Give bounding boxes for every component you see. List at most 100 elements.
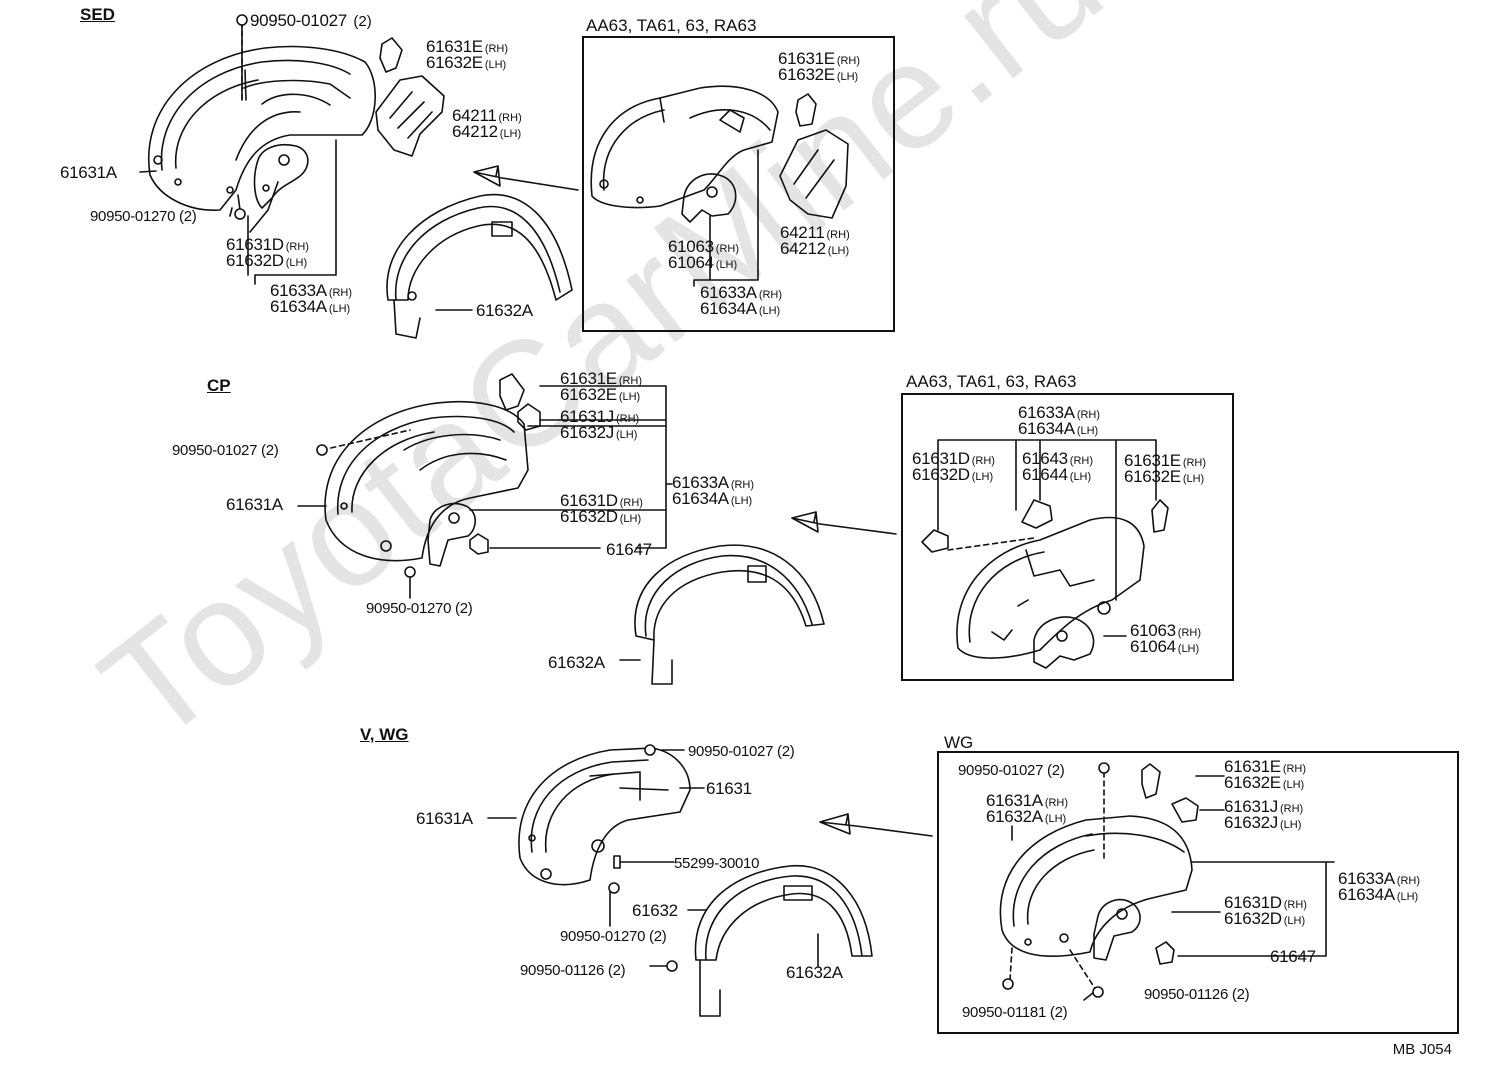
part-label: 90950-01126 (2): [520, 962, 626, 979]
cp-liner-61632a: [634, 544, 825, 685]
wgbox-clip-61631e: [1141, 763, 1161, 799]
part-label-text: 61632E: [778, 65, 835, 84]
part-label: 61632J(LH): [560, 424, 637, 444]
part-label-text: 61634A: [1338, 885, 1395, 904]
part-label-text: (LH): [971, 471, 994, 483]
part-label-text: 61632E: [426, 53, 483, 72]
part-label-text: 61631A: [60, 163, 117, 182]
part-label: 61631J(RH): [1224, 798, 1303, 818]
sed-liner-61632a: [386, 193, 573, 339]
sed-fender-liner-assembly: [147, 45, 376, 211]
part-label-text: 61634A: [672, 489, 729, 508]
part-label-text: (2): [1231, 986, 1250, 1003]
part-label: 64211(RH): [780, 224, 850, 244]
part-label-text: (LH): [328, 303, 351, 315]
part-label-text: 61632A: [548, 653, 605, 672]
part-label-text: 61631E: [560, 369, 617, 388]
part-label-text: 61644: [1022, 465, 1068, 484]
part-label-text: (LH): [827, 245, 850, 257]
part-label: 61631: [706, 780, 752, 797]
part-label-text: 61632A: [476, 301, 533, 320]
part-label-text: (RH): [826, 229, 850, 241]
part-label-text: (LH): [1182, 473, 1205, 485]
part-label-text: 61631D: [226, 235, 284, 254]
part-label: 61634A(LH): [672, 490, 752, 510]
part-label: 61632J(LH): [1224, 814, 1301, 834]
part-label: 64212(LH): [780, 240, 849, 260]
part-label: 90950-01027 (2): [688, 743, 795, 760]
part-label-text: 90950-01126: [1144, 986, 1229, 1003]
part-label-text: 61632D: [912, 465, 970, 484]
part-label: 61644(LH): [1022, 466, 1091, 486]
wg-variant-box: [937, 751, 1459, 1034]
vwg-fender-liner-assembly: [518, 747, 691, 886]
part-label-text: 61632E: [1224, 773, 1281, 792]
part-label-text: (LH): [499, 128, 522, 140]
part-label-text: 61631E: [1224, 757, 1281, 776]
wgbox-clip-61631j: [1171, 797, 1199, 823]
part-label-text: 90950-01027: [958, 762, 1044, 779]
sed-bracket-61631d: [253, 144, 309, 209]
part-label-text: 61634A: [1018, 419, 1075, 438]
part-label-text: 90950-01027: [688, 743, 774, 760]
part-label-text: (RH): [715, 243, 739, 255]
part-label-text: (2): [649, 928, 667, 945]
cpbox-bracket-61063: [1033, 616, 1095, 669]
part-label: 61632D(LH): [560, 508, 641, 528]
part-label: 90950-01027 (2): [172, 442, 279, 459]
part-label-text: (RH): [1069, 455, 1093, 467]
part-label: 90950-01270 (2): [90, 208, 197, 225]
part-label-text: 61631A: [416, 809, 473, 828]
vwg-liner-61632a: [694, 865, 873, 1017]
part-label-text: (2): [353, 13, 372, 30]
part-label-text: (LH): [1177, 643, 1200, 655]
part-label-text: 61631E: [426, 37, 483, 56]
part-label-text: (LH): [615, 429, 638, 441]
part-label: 64212(LH): [452, 123, 521, 143]
part-label: 61632E(LH): [1124, 468, 1204, 488]
wgbox-leaders: [1011, 775, 1335, 1001]
part-label: 90950-01126 (2): [1144, 986, 1250, 1003]
part-label: 61631D(RH): [560, 492, 643, 512]
box-title-cp-variant: AA63, TA61, 63, RA63: [906, 372, 1077, 391]
part-label-text: 61647: [1270, 947, 1316, 966]
cpbox-clip-61643: [1021, 499, 1053, 529]
part-label-text: 55299-30010: [674, 855, 760, 872]
part-label-text: 61632D: [560, 507, 618, 526]
part-label-text: 90950-01126: [520, 962, 605, 979]
part-label-text: 61633A: [672, 473, 729, 492]
part-label-text: 61633A: [700, 283, 757, 302]
part-label: 61632E(LH): [426, 54, 506, 74]
part-label-text: 90950-01270: [560, 928, 646, 945]
diagram-code: MB J054: [1392, 1041, 1452, 1058]
part-label: 61064(LH): [1130, 638, 1199, 658]
sedbox-clip-61631e: [795, 93, 817, 127]
part-label: 90950-01270 (2): [560, 928, 667, 945]
part-label-text: 61647: [606, 540, 652, 559]
part-label: 61631E(RH): [1124, 452, 1206, 472]
sed-clip-61631e: [379, 37, 403, 73]
part-label-text: 61632E: [1124, 467, 1181, 486]
part-label-text: (RH): [758, 289, 783, 301]
part-label: 61632D(LH): [226, 252, 307, 272]
part-label: 61063(RH): [1130, 622, 1201, 642]
part-label: 61631D(RH): [1224, 894, 1307, 914]
part-label: 61633A(RH): [700, 284, 782, 304]
wgbox-bracket-61631d: [1093, 898, 1141, 961]
part-label: 61632E(LH): [1224, 774, 1304, 794]
part-label-text: (LH): [730, 495, 753, 507]
part-label-text: (RH): [328, 287, 353, 299]
part-label-text: 90950-01270: [366, 600, 452, 617]
part-label-text: (LH): [1279, 819, 1302, 831]
part-label-text: 61631A: [226, 495, 283, 514]
part-label-text: 61632D: [1224, 909, 1282, 928]
part-label: 90950-01027 (2): [958, 762, 1065, 779]
part-label: 61634A(LH): [270, 298, 350, 318]
part-label-text: (RH): [498, 112, 522, 124]
box-title-sed-variant: AA63, TA61, 63, RA63: [586, 16, 757, 35]
part-label-text: (RH): [615, 413, 640, 425]
part-label: 61631D(RH): [226, 236, 309, 256]
part-label: 90950-01181 (2): [962, 1004, 1068, 1021]
